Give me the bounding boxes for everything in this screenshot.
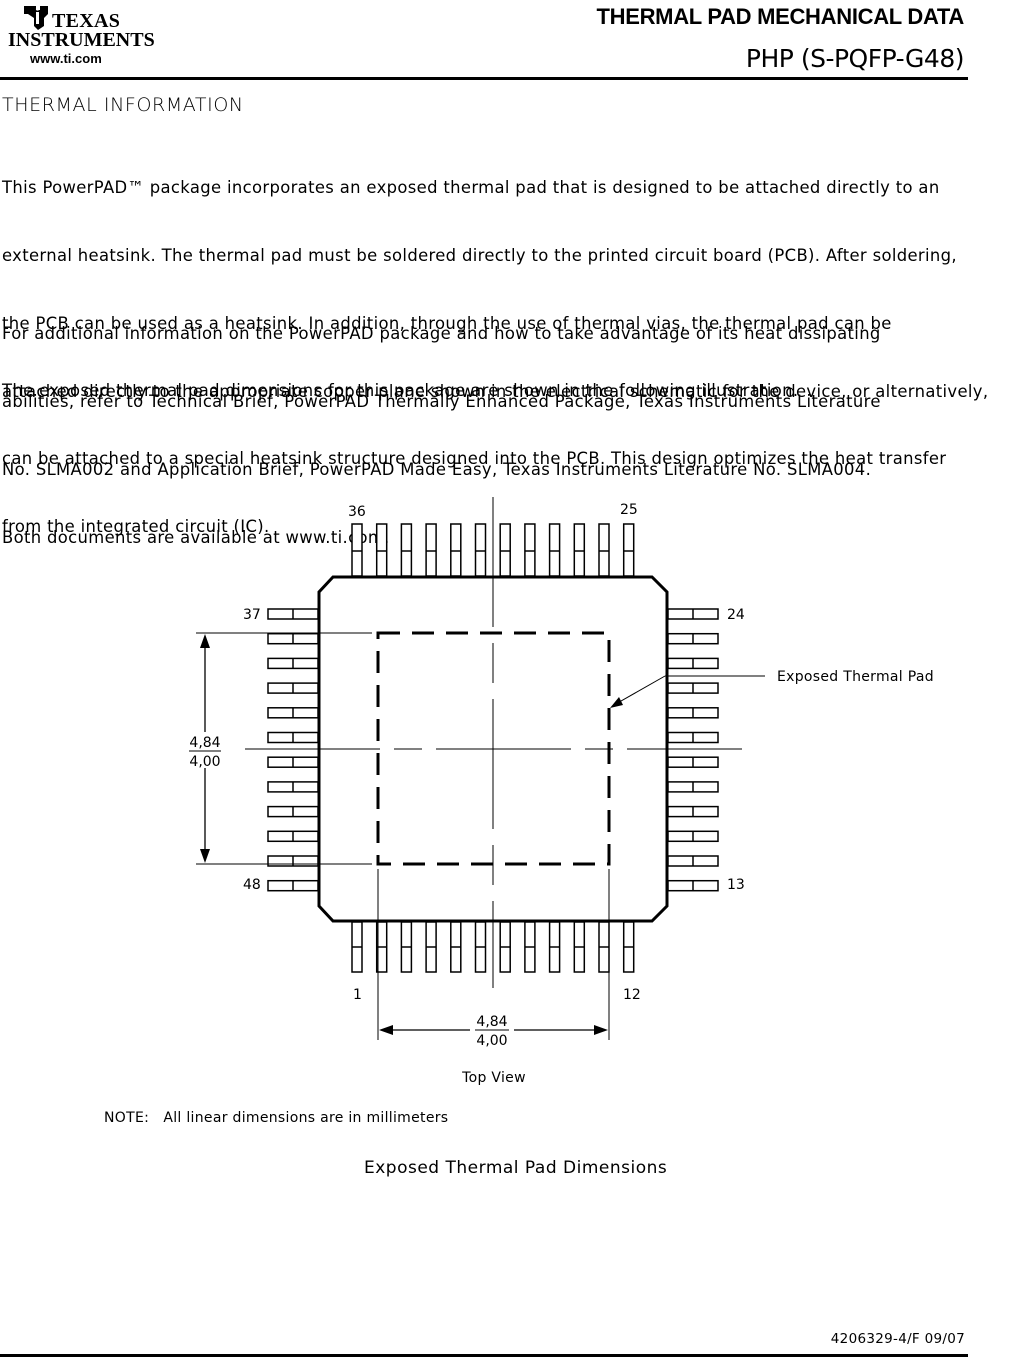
paragraph-line: This PowerPAD™ package incorporates an e… <box>2 178 940 198</box>
paragraph-line: For additional information on the PowerP… <box>2 324 881 344</box>
pin-label-37: 37 <box>243 607 261 623</box>
pin-top <box>474 523 487 577</box>
paragraph-line: from the integrated circuit (IC). <box>2 517 270 537</box>
pin-top <box>598 523 610 577</box>
pin-top <box>622 523 635 577</box>
company-name-line1: TEXAS <box>52 10 121 32</box>
dim-arrow-down <box>200 849 210 863</box>
paragraph-intro: This PowerPAD™ package incorporates an e… <box>2 132 988 561</box>
section-title: THERMAL INFORMATION <box>2 94 244 116</box>
pin-top <box>524 523 536 577</box>
paragraph-line: attached directly to the appropriate cop… <box>2 381 989 401</box>
figure-caption: Exposed Thermal Pad Dimensions <box>364 1158 668 1178</box>
header-rule <box>0 77 968 80</box>
view-label: Top View <box>461 1070 526 1086</box>
ti-logo-icon <box>24 6 48 30</box>
dim-vertical-max: 4,84 <box>189 735 220 751</box>
callout-leader-diagonal <box>613 675 666 706</box>
pin-top <box>375 523 388 577</box>
callout-arrowhead <box>610 697 623 708</box>
callout-label: Exposed Thermal Pad <box>777 669 934 685</box>
ti-logo: TEXAS INSTRUMENTS www.ti.com <box>8 4 158 70</box>
footer-rule <box>0 1354 968 1357</box>
pin-top <box>400 523 413 577</box>
dim-horizontal-max: 4,84 <box>476 1014 507 1030</box>
pin-top <box>548 523 561 577</box>
company-name-line2: INSTRUMENTS <box>8 29 155 51</box>
dim-arrow-up <box>200 634 210 648</box>
pin-top <box>450 523 462 577</box>
note: NOTE: All linear dimensions are in milli… <box>104 1110 449 1126</box>
pins-left <box>267 608 319 892</box>
pin-label-13: 13 <box>727 877 745 893</box>
pin-label-1: 1 <box>353 987 362 1003</box>
paragraph-line: external heatsink. The thermal pad must … <box>2 245 957 265</box>
dim-horizontal-min: 4,00 <box>476 1033 507 1049</box>
pin-label-12: 12 <box>623 987 641 1003</box>
dim-arrow-left <box>379 1025 393 1035</box>
pin-label-36: 36 <box>348 504 366 520</box>
paragraph-line: abilities, refer to Technical Brief, Pow… <box>2 391 881 411</box>
paragraph-line: Both documents are available at www.ti.c… <box>2 527 390 547</box>
pins-right <box>667 608 719 892</box>
document-code: 4206329-4/F 09/07 <box>830 1331 965 1347</box>
dim-vertical-min: 4,00 <box>189 754 220 770</box>
document-title: THERMAL PAD MECHANICAL DATA <box>596 4 964 29</box>
paragraph-illustration-intro: The exposed thermal pad dimensions for t… <box>2 381 799 400</box>
package-body <box>317 575 669 923</box>
company-website: www.ti.com <box>30 51 102 66</box>
package-designation: PHP (S-PQFP-G48) <box>745 44 965 73</box>
dim-arrow-right <box>594 1025 608 1035</box>
paragraph-line: the PCB can be used as a heatsink. In ad… <box>2 313 892 333</box>
pin-top <box>499 523 511 577</box>
paragraph-line: can be attached to a special heatsink st… <box>2 449 947 469</box>
pin-label-48: 48 <box>243 877 261 893</box>
thermal-pad-diagram: 4,84 4,00 4,84 4,00 Exposed Thermal Pad … <box>186 497 934 1086</box>
pin-label-25: 25 <box>620 502 638 518</box>
pin-label-24: 24 <box>727 607 745 623</box>
pin-top <box>573 523 586 577</box>
paragraph-references: For additional information on the PowerP… <box>2 278 881 572</box>
pin-top <box>425 523 437 577</box>
paragraph-line: No. SLMA002 and Application Brief, Power… <box>2 459 872 479</box>
pin-top <box>351 523 363 577</box>
